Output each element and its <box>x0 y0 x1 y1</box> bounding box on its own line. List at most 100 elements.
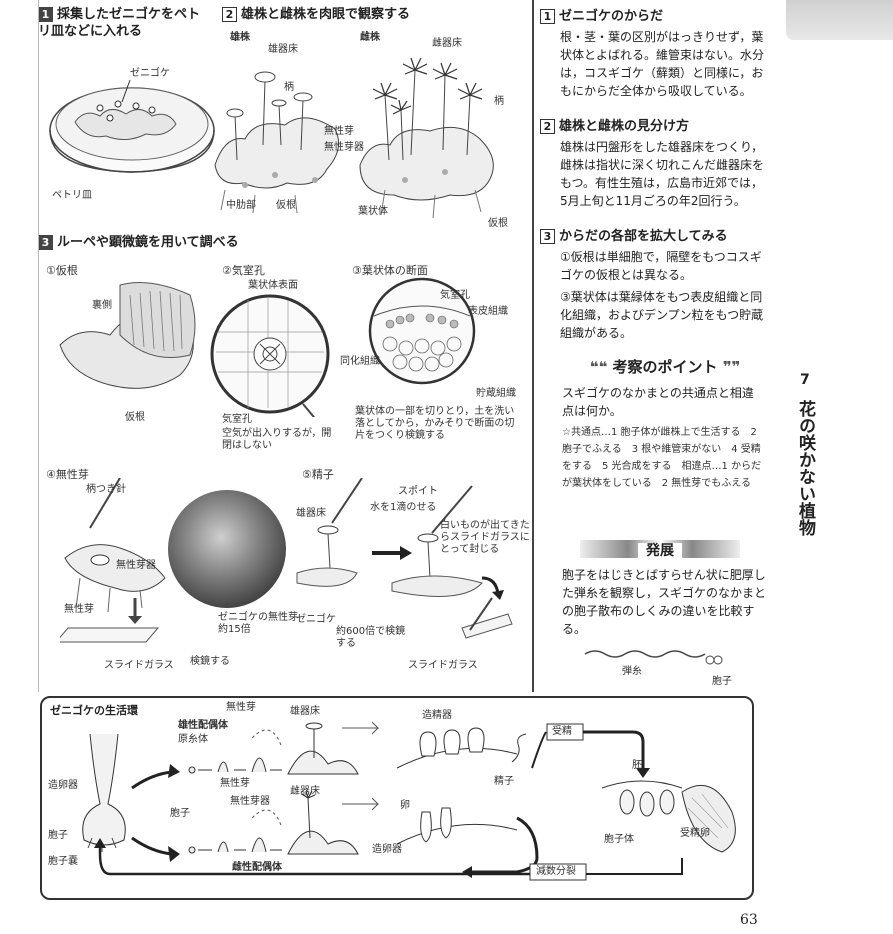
pore-label-surface: 葉状体表面 <box>248 280 298 291</box>
r1-title: ゼニゴケのからだ <box>559 9 664 24</box>
male-label-receptacle: 雄器床 <box>268 44 298 55</box>
lc-label-spore2: 胞子 <box>48 830 68 841</box>
section-label-note: 葉状体の一部を切りとり，土を洗い落としてから，かみそりで断面の切片をつくり検鏡す… <box>355 406 515 441</box>
section-label-pore: 気室孔 <box>440 290 470 301</box>
pore-label-pore: 気室孔 <box>222 414 252 425</box>
lc-label-spore: 胞子 <box>170 808 190 819</box>
sperm-illustration <box>296 478 513 639</box>
lc-label-zygote: 受精卵 <box>680 828 710 839</box>
r3-number: 3 <box>540 229 555 244</box>
petri-label-petri: ペトリ皿 <box>52 190 92 201</box>
lc-label-protonema: 原糸体 <box>178 734 208 745</box>
step3-heading: 3 ルーペや顕微鏡を用いて調べる <box>38 234 239 251</box>
chapter-number: 7 <box>800 372 810 388</box>
gemmae-photo <box>168 490 286 608</box>
lc-label-fert: 受精 <box>552 726 572 737</box>
female-label-stalk: 柄 <box>494 96 504 107</box>
hatten-body: 胞子をはじきとばすらせん状に肥厚した弾糸を観察し，スギゴケのなかまとの胞子散布の… <box>562 568 767 636</box>
lc-label-gemmae2: 無性芽 <box>220 778 250 789</box>
female-label-gemmae: 無性芽 <box>324 126 354 137</box>
step3-title: ルーペや顕微鏡を用いて調べる <box>57 235 239 250</box>
sperm-label-zenigoke: ゼニゴケ <box>296 614 336 625</box>
section-label-assim: 同化組織 <box>340 356 380 367</box>
gemmae-label-needle: 柄つき針 <box>86 484 126 495</box>
female-label-gemma-cup: 無性芽器 <box>324 142 364 153</box>
section-label-storage: 貯蔵組織 <box>476 388 516 399</box>
lc-label-female-receptacle: 雌器床 <box>290 786 320 797</box>
female-label-thallus: 葉状体 <box>358 206 388 217</box>
hatten-title: 発展 <box>638 543 682 559</box>
male-label-rhizoid: 仮根 <box>276 200 296 211</box>
section-label-epidermis: 表皮組織 <box>468 306 508 317</box>
lc-label-male-receptacle: 雄器床 <box>290 706 320 717</box>
female-label-receptacle: 雌器床 <box>432 38 462 49</box>
step3-number: 3 <box>38 235 53 250</box>
r3-item-1: ①仮根は単細胞で，隔壁をもつコスギゴケの仮根とは異なる。 <box>560 250 762 282</box>
lc-label-meiosis: 減数分裂 <box>536 866 576 877</box>
male-label-stalk: 柄 <box>284 82 294 93</box>
kousatsu-question: スギゴケのなかまとの共通点と相違点は何か。 <box>562 386 754 418</box>
sub5-title: ⑤精子 <box>302 468 334 481</box>
elater-label: 弾糸 <box>622 666 642 677</box>
lifecycle-diagram <box>82 721 736 881</box>
step2-title: 雄株と雌株を肉眼で観察する <box>241 7 411 22</box>
pore-label-note: 空気が出入りするが，開閉はしない <box>222 428 332 451</box>
gemmae-label-slide: スライドガラス <box>104 660 174 671</box>
sperm-label-pipette: スポイト <box>398 486 438 497</box>
lc-label-antheridium: 造精器 <box>422 710 452 721</box>
page-number: 63 <box>740 912 758 928</box>
rhizoid-label-rhizoid: 仮根 <box>125 412 145 423</box>
thallus-section-illustration <box>368 277 476 385</box>
male-plant-illustration <box>214 71 340 214</box>
petri-label-zenigoke: ゼニゴケ <box>130 68 170 79</box>
r3-item-2: ③葉状体は葉緑体をもつ表皮組織と同化組織，およびデンプン粒をもつ貯蔵組織がある。 <box>560 290 764 340</box>
hatten-banner: 発展 <box>580 540 740 559</box>
female-label-rhizoid: 仮根 <box>488 218 508 229</box>
lc-label-female-gameto: 雌性配偶体 <box>232 862 282 873</box>
rhizoid-illustration <box>59 282 196 389</box>
petri-dish-illustration <box>49 79 215 173</box>
sperm-label-slide: スライドガラス <box>408 660 478 671</box>
chapter-title: 花の咲かない植物 <box>795 400 815 536</box>
gemmae-label-cup: 無性芽器 <box>116 560 156 571</box>
r2-number: 2 <box>540 119 555 134</box>
spore-label: 胞子 <box>712 676 732 687</box>
rhizoid-label-back: 裏側 <box>92 300 112 311</box>
chapter-tab <box>786 0 893 40</box>
air-pore-illustration <box>210 294 330 417</box>
sub4-title: ④無性芽 <box>46 468 89 481</box>
lifecycle-box <box>40 696 754 900</box>
lc-label-gemma-cup: 無性芽器 <box>230 796 270 807</box>
lc-label-sporangium: 胞子嚢 <box>48 856 78 867</box>
kousatsu-deco-left: ❝❝ <box>589 358 613 376</box>
gemmae-illustration <box>60 478 166 643</box>
kousatsu-title: 考察のポイント <box>612 358 718 376</box>
lifecycle-title: ゼニゴケの生活環 <box>50 704 138 717</box>
sperm-label-water: 水を1滴のせる <box>370 502 437 513</box>
r1-body: 根・茎・葉の区別がはっきりせず，葉状体とよばれる。維管束はない。水分は，コスギゴ… <box>560 30 765 98</box>
gemmae-photo-caption: ゼニゴケの無性芽 約15倍 <box>218 612 308 635</box>
sub2-title: ②気室孔 <box>222 264 265 277</box>
kousatsu-answer: ☆共通点…1 胞子体が雌株上で生活する 2 胞子でふえる 3 根や維管束がない … <box>562 427 762 489</box>
step1-number: 1 <box>38 7 53 22</box>
lc-label-archegonium: 造卵器 <box>48 780 78 791</box>
r2-body: 雄株は円盤形をした雄器床をつくり，雌株は指状に深く切れこんだ雌器床をもつ。有性生… <box>560 140 765 208</box>
elater-illustration <box>584 650 723 665</box>
lc-label-male-gameto: 雄性配偶体 <box>178 720 228 731</box>
r2-heading: 2 雄株と雌株の見分け方 <box>540 118 689 136</box>
female-plant-illustration <box>359 57 494 219</box>
lc-label-sperm: 精子 <box>494 776 514 787</box>
lc-label-egg: 卵 <box>400 800 410 811</box>
sub3-title: ③葉状体の断面 <box>352 264 428 277</box>
sperm-label-white: 白いものが出てきたらスライドガラスにとって封じる <box>440 520 530 555</box>
male-label-midrib: 中肋部 <box>226 200 256 211</box>
lc-label-embryo: 胚 <box>632 760 642 771</box>
female-plant-title: 雌株 <box>360 32 380 43</box>
r2-title: 雄株と雌株の見分け方 <box>559 119 690 134</box>
column-divider <box>532 0 534 692</box>
sperm-label-receptacle: 雄器床 <box>296 508 326 519</box>
gemmae-label-observe: 検鏡する <box>190 656 230 667</box>
male-plant-title: 雄株 <box>230 32 250 43</box>
